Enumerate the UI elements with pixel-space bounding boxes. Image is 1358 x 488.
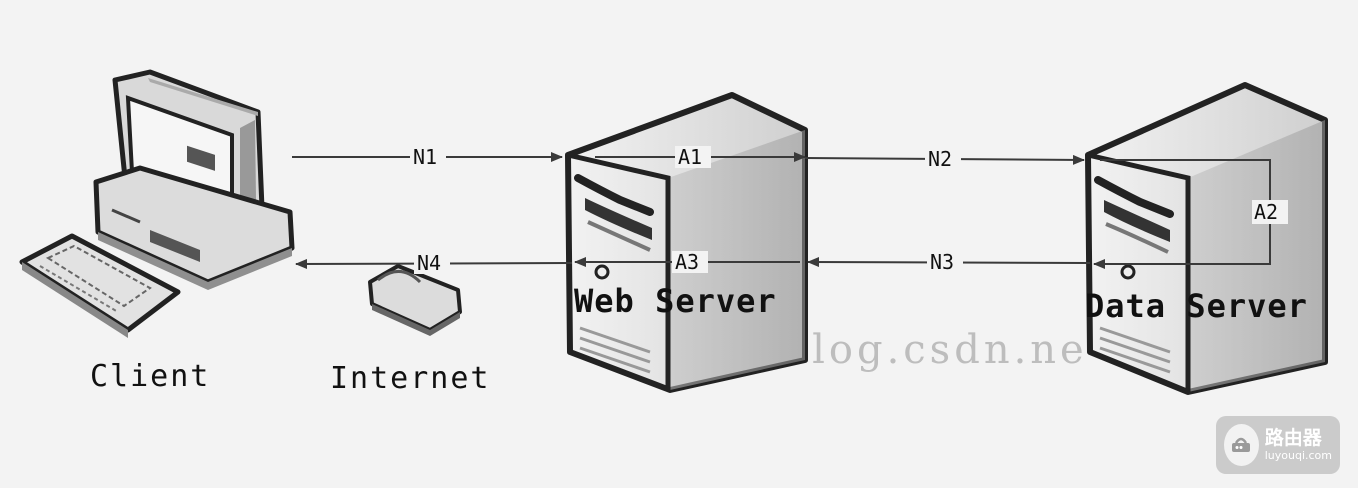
data-server-label: Data Server [1085, 287, 1308, 325]
label-a1: A1 [678, 145, 702, 169]
client-label: Client [90, 359, 210, 394]
internet-label: Internet [330, 361, 491, 396]
web-server-label: Web Server [574, 282, 777, 320]
label-n4: N4 [417, 251, 441, 275]
badge-title: 路由器 [1264, 427, 1322, 449]
client-computer-icon [19, 69, 295, 338]
label-a2: A2 [1254, 200, 1278, 224]
data-server-icon [1085, 82, 1328, 395]
badge-url: luyouqi.com [1264, 449, 1332, 462]
watermark-text: /blog.csdn.ne [765, 327, 1088, 373]
label-n2: N2 [928, 147, 952, 171]
site-badge: 路由器 luyouqi.com [1216, 416, 1340, 474]
label-n1: N1 [413, 145, 437, 169]
label-a3: A3 [675, 250, 699, 274]
router-logo-icon [1224, 424, 1259, 466]
label-n3: N3 [930, 250, 954, 274]
internet-router-icon [368, 264, 462, 336]
web-server-icon [565, 92, 808, 393]
